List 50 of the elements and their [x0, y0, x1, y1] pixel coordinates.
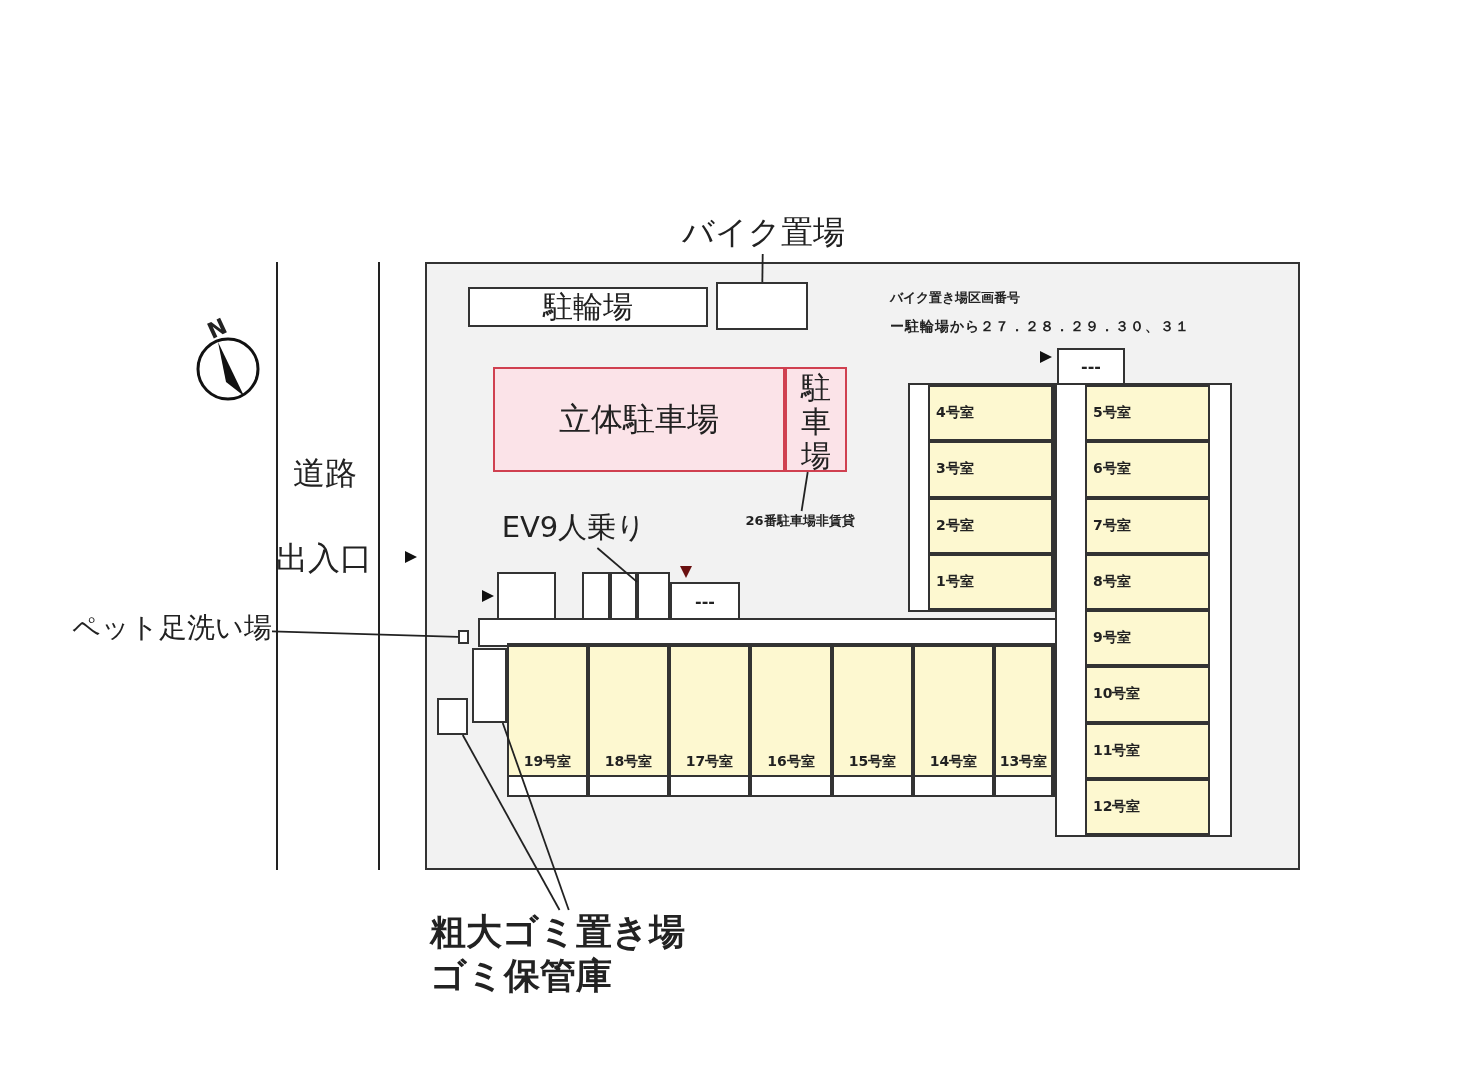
room-box: 14号室	[913, 645, 994, 777]
room-box: 16号室	[750, 645, 832, 777]
storage-box	[472, 648, 507, 723]
room-box: 12号室	[1085, 778, 1210, 835]
area-label: ゴミ保管庫	[430, 954, 613, 998]
dashed-box: ---	[670, 582, 740, 620]
note-text: バイク置き場区画番号	[890, 289, 1020, 307]
room-box: 19号室	[507, 645, 588, 777]
area-label: 出入口	[276, 538, 372, 579]
room-box: 2号室	[928, 497, 1053, 554]
area-label: ペット足洗い場	[40, 608, 272, 648]
note-text: ー駐輪場から２７．２８．２９．３０、３１	[890, 318, 1190, 336]
storage-box	[637, 572, 670, 620]
leader-line	[761, 253, 764, 283]
compass-letter: N	[203, 313, 231, 344]
room-box: 1号室	[928, 553, 1053, 610]
room-box: 18号室	[588, 645, 669, 777]
storage-box	[458, 630, 469, 644]
leader-line	[501, 722, 570, 911]
road-label: 道路	[293, 453, 357, 494]
room-box: 3号室	[928, 441, 1053, 498]
parking-garage-box: 立体駐車場	[493, 367, 785, 472]
room-box: 5号室	[1085, 385, 1210, 442]
bicycle-parking-box: 駐輪場	[468, 287, 708, 327]
site-area	[425, 262, 1300, 870]
storage-box	[497, 572, 556, 620]
room-box: 9号室	[1085, 610, 1210, 667]
storage-box	[437, 698, 468, 735]
leader-line	[596, 547, 638, 583]
leader-line	[271, 630, 459, 638]
room-box: 17号室	[669, 645, 750, 777]
note-text: 26番駐車場非賃貸	[730, 511, 870, 531]
room-box: 15号室	[832, 645, 913, 777]
storage-box	[610, 572, 637, 620]
area-label: バイク置場	[668, 212, 858, 254]
parking-box: 駐車場	[785, 367, 847, 472]
room-box: 4号室	[928, 385, 1053, 442]
dashed-box: ---	[1057, 348, 1125, 385]
room-box: 8号室	[1085, 553, 1210, 610]
leader-line	[461, 734, 561, 911]
room-box: 7号室	[1085, 497, 1210, 554]
storage-box	[582, 572, 610, 620]
room-box: 6号室	[1085, 441, 1210, 498]
area-label: 粗大ゴミ置き場	[430, 910, 686, 954]
area-label: EV9人乗り	[494, 508, 654, 548]
room-box: 11号室	[1085, 722, 1210, 779]
room-box: 13号室	[994, 645, 1053, 777]
room-box: 10号室	[1085, 666, 1210, 723]
storage-box	[716, 282, 808, 330]
leader-line	[800, 471, 809, 512]
